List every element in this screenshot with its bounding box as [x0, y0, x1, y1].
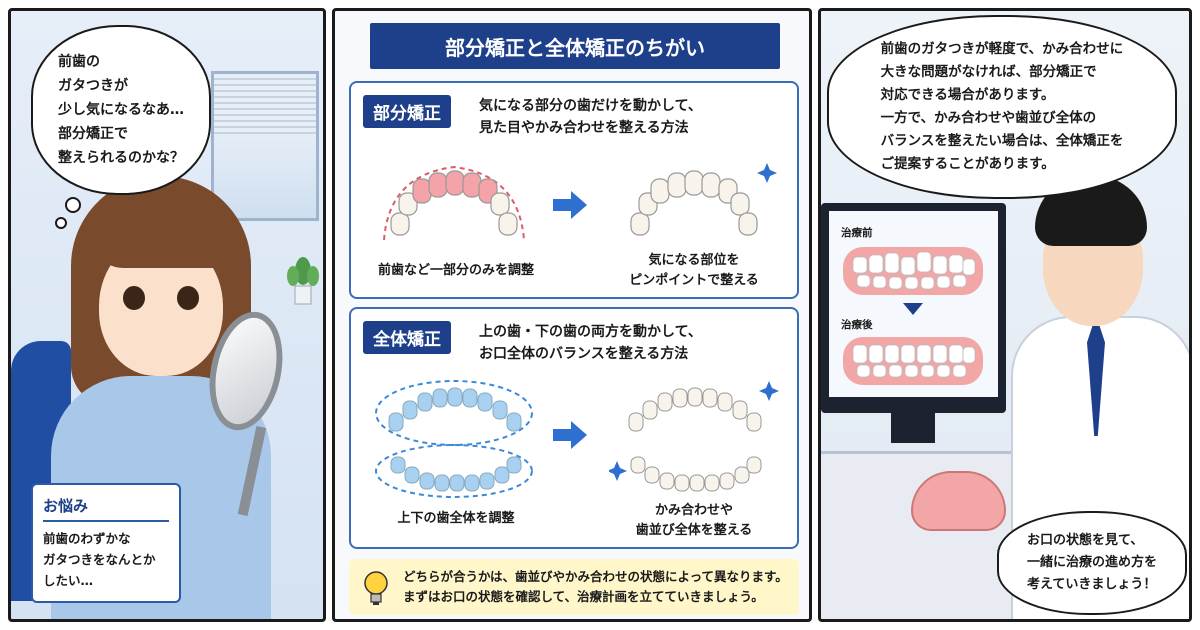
- worry-text: 前歯のわずかな ガタつきをなんとか したい…: [43, 531, 156, 588]
- comparison-title: 部分矯正と全体矯正のちがい: [370, 23, 780, 69]
- speech-top-text: 前歯のガタつきが軽度で、かみ合わせに 大きな問題がなければ、部分矯正で 対応でき…: [880, 41, 1124, 172]
- denture-model: [911, 471, 1006, 531]
- arrow-right-icon: [553, 191, 587, 219]
- right-panel: 治療前 治療後: [818, 8, 1192, 622]
- full-tag: 全体矯正: [363, 321, 451, 354]
- full-before-caption: 上下の歯全体を調整: [397, 511, 515, 526]
- tip-box: どちらが合うかは、歯並びやかみ合わせの状態によって異なります。 まずはお口の状態…: [349, 559, 799, 615]
- middle-panel: 部分矯正と全体矯正のちがい 部分矯正 気になる部分の歯だけを動かして、 見た目や…: [332, 8, 812, 622]
- monitor-stand: [891, 413, 935, 443]
- partial-after-caption: 気になる部位を ピンポイントで整える: [629, 253, 759, 288]
- partial-before-caption: 前歯など一部分のみを調整: [377, 263, 534, 278]
- thought-bubble: 前歯の ガタつきが 少し気になるなあ… 部分矯正で 整えられるのかな？: [31, 25, 211, 195]
- lightbulb-icon: [364, 571, 388, 605]
- teeth-before-partial-icon: [383, 165, 525, 241]
- speech-bubble-top: 前歯のガタつきが軽度で、かみ合わせに 大きな問題がなければ、部分矯正で 対応でき…: [827, 15, 1177, 199]
- clinic-window: [211, 71, 319, 221]
- screen-before-label: 治療前: [841, 227, 873, 239]
- teeth-after-partial-icon: [630, 163, 777, 236]
- screen-after-label: 治療後: [841, 319, 873, 331]
- left-panel: 前歯の ガタつきが 少し気になるなあ… 部分矯正で 整えられるのかな？ お悩み …: [8, 8, 326, 622]
- speech-bottom-text: お口の状態を見て、 一緒に治療の進め方を 考えていきましょう！: [1026, 533, 1157, 592]
- speech-bubble-bottom: お口の状態を見て、 一緒に治療の進め方を 考えていきましょう！: [997, 511, 1187, 615]
- partial-tag: 部分矯正: [363, 95, 451, 128]
- plant-icon: [287, 257, 319, 305]
- teeth-after-photo: [843, 337, 983, 385]
- full-description: 上の歯・下の歯の両方を動かして、 お口全体のバランスを整える方法: [479, 324, 702, 362]
- tip-text: どちらが合うかは、歯並びやかみ合わせの状態によって異なります。 まずはお口の状態…: [403, 569, 788, 604]
- thought-text: 前歯の ガタつきが 少し気になるなあ… 部分矯正で 整えられるのかな？: [58, 54, 184, 166]
- teeth-before-full-icon: [375, 380, 533, 498]
- full-after-caption: かみ合わせや 歯並び全体を整える: [635, 503, 753, 538]
- full-card: 全体矯正 上の歯・下の歯の両方を動かして、 お口全体のバランスを整える方法: [349, 307, 799, 549]
- monitor: 治療前 治療後: [821, 203, 1006, 413]
- triangle-down-icon: [903, 303, 923, 315]
- thought-dots: [55, 197, 81, 229]
- worry-box: お悩み 前歯のわずかな ガタつきをなんとか したい…: [31, 483, 181, 603]
- teeth-before-photo: [843, 247, 983, 295]
- monitor-screen: 治療前 治療後: [829, 211, 998, 397]
- teeth-after-full-icon: [609, 381, 779, 492]
- arrow-right-icon: [553, 421, 587, 449]
- partial-card: 部分矯正 気になる部分の歯だけを動かして、 見た目やかみ合わせを整える方法: [349, 81, 799, 299]
- partial-description: 気になる部分の歯だけを動かして、 見た目やかみ合わせを整える方法: [479, 98, 702, 136]
- worry-title: お悩み: [43, 495, 169, 522]
